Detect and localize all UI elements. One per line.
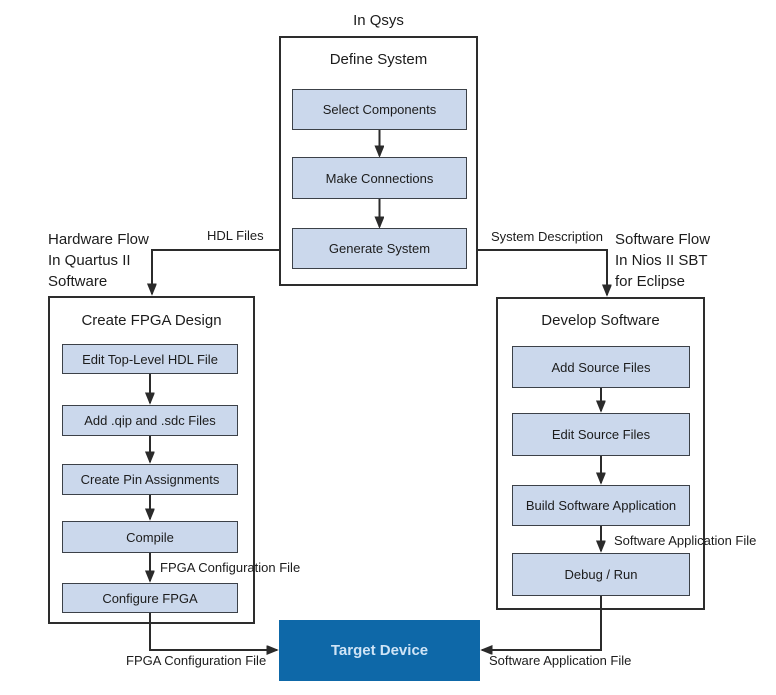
target-device-box: Target Device [279, 620, 480, 681]
step-select-components: Select Components [292, 89, 467, 130]
step-generate-system: Generate System [292, 228, 467, 269]
step-edit-top-level-hdl-file: Edit Top-Level HDL File [62, 344, 238, 374]
system-description-label: System Description [491, 229, 603, 244]
step-compile: Compile [62, 521, 238, 553]
step-edit-source-files: Edit Source Files [512, 413, 690, 456]
software-app-file-mid-label: Software Application File [614, 533, 757, 548]
step-debug-run: Debug / Run [512, 553, 690, 596]
step-add-qip-sdc-files: Add .qip and .sdc Files [62, 405, 238, 436]
step-build-software-application: Build Software Application [512, 485, 690, 526]
hardware-flow-context-line-2: In Quartus II [48, 252, 131, 269]
hardware-flow-context-line-3: Software [48, 273, 108, 290]
step-add-source-files: Add Source Files [512, 346, 690, 388]
step-make-connections: Make Connections [292, 157, 467, 199]
define-system-container [279, 36, 478, 286]
hardware-flow-context-line-1: Hardware Flow [48, 231, 149, 248]
software-flow-context-line-3: for Eclipse [615, 273, 686, 290]
step-configure-fpga: Configure FPGA [62, 583, 238, 613]
create-fpga-design-container [48, 296, 255, 624]
hardware-flow-context-label: Hardware Flow In Quartus II Software [48, 229, 149, 292]
fpga-config-file-mid-label: FPGA Configuration File [160, 560, 301, 575]
define-system-title: Define System [329, 51, 428, 68]
create-fpga-design-title: Create FPGA Design [81, 312, 222, 329]
software-flow-context-line-2: In Nios II SBT [615, 252, 708, 269]
edge-system-description [478, 249, 607, 295]
software-flow-context-line-1: Software Flow [615, 231, 711, 248]
software-flow-context-label: Software Flow In Nios II SBT for Eclipse [615, 229, 710, 292]
step-create-pin-assignments: Create Pin Assignments [62, 464, 238, 495]
hdl-files-label: HDL Files [207, 228, 264, 243]
develop-software-title: Develop Software [541, 312, 660, 329]
qsys-context-label: In Qsys [353, 12, 404, 29]
fpga-config-file-bottom-label: FPGA Configuration File [126, 653, 267, 668]
edge-hdl-files [152, 249, 279, 294]
develop-software-container [496, 297, 705, 610]
software-app-file-bottom-label: Software Application File [489, 653, 632, 668]
